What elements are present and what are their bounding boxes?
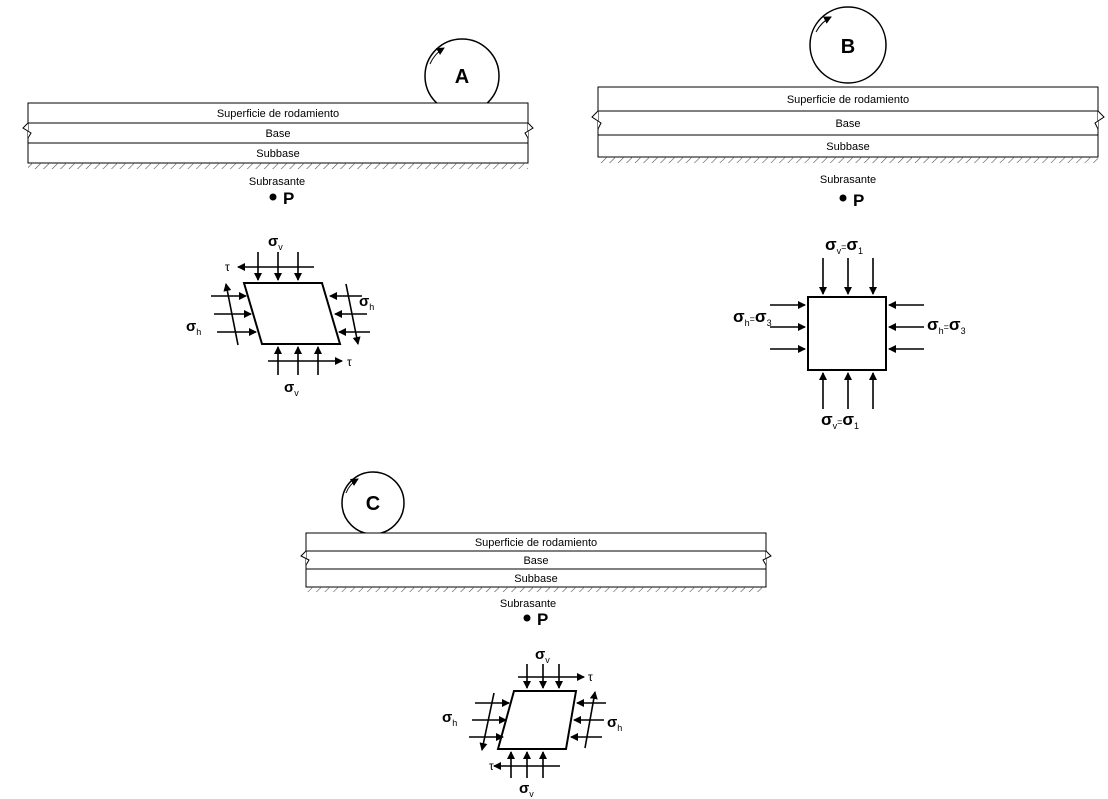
point-p-dot-c xyxy=(523,614,531,622)
label-tau-top-c: τ xyxy=(588,670,593,684)
label-surface-c: Superficie de rodamiento xyxy=(475,537,597,549)
wheel-a-letter: A xyxy=(455,66,469,88)
label-sigma-h-left-a: σh xyxy=(186,318,201,337)
ground-hatch-b xyxy=(598,157,1098,163)
point-p-label-b: P xyxy=(853,191,864,210)
label-sigma-h-right-a: σh xyxy=(359,293,374,312)
break-mark-left-c xyxy=(300,550,310,566)
rotation-arrow-icon xyxy=(429,47,445,65)
panel-c: C Superficie de rodamiento Base Subbase … xyxy=(300,471,772,799)
label-subgrade-c: Subrasante xyxy=(500,598,556,610)
point-p-label-c: P xyxy=(537,610,548,629)
label-subbase-b: Subbase xyxy=(826,141,869,153)
label-tau-bot-c: τ xyxy=(489,759,494,773)
label-right-b: σh=σ3 xyxy=(927,315,966,336)
label-left-b: σh=σ3 xyxy=(733,307,772,328)
wheel-c-letter: C xyxy=(366,493,380,515)
arrow-shear-left-c xyxy=(479,692,495,751)
pavement-section-c: Superficie de rodamiento Base Subbase Su… xyxy=(300,532,772,610)
label-sigma-v-top-c: σv xyxy=(535,646,550,665)
point-p-dot-a xyxy=(269,193,277,201)
arrow-shear-right-a xyxy=(345,283,361,345)
stress-element-b: σv=σ1 σv=σ1 σh=σ3 σh=σ3 xyxy=(733,235,966,431)
break-mark-right-b xyxy=(1094,110,1105,130)
label-sigma-v-bot-a: σv xyxy=(284,379,299,398)
stress-element-c: σv τ σv τ σh σh xyxy=(442,646,622,799)
panel-b: B Superficie de rodamiento Base Subbase … xyxy=(591,6,1105,431)
break-mark-right-a xyxy=(524,122,534,139)
label-tau-top-a: τ xyxy=(225,260,230,274)
label-subbase-a: Subbase xyxy=(256,148,299,160)
break-mark-left-b xyxy=(591,110,602,130)
label-subbase-c: Subbase xyxy=(514,573,557,585)
pavement-section-a: Superficie de rodamiento Base Subbase Su… xyxy=(22,102,534,188)
ground-hatch-c xyxy=(306,587,766,592)
label-surface-b: Superficie de rodamiento xyxy=(787,94,909,106)
label-base-c: Base xyxy=(523,555,548,567)
point-p-label-a: P xyxy=(283,189,294,208)
label-base-b: Base xyxy=(835,118,860,130)
element-b-square xyxy=(807,296,887,371)
wheel-b-letter: B xyxy=(841,36,855,58)
pavement-section-b: Superficie de rodamiento Base Subbase Su… xyxy=(591,86,1105,186)
element-c-rhombus xyxy=(496,690,578,750)
label-sigma-v-top-a: σv xyxy=(268,233,283,252)
label-tau-bot-a: τ xyxy=(347,355,352,369)
label-sigma-v-bot-c: σv xyxy=(519,780,534,799)
break-mark-left-a xyxy=(22,122,32,139)
element-a-rhombus xyxy=(242,282,342,345)
label-sigma-h-left-c: σh xyxy=(442,709,457,728)
rotation-arrow-icon xyxy=(815,16,832,33)
rotation-arrow-icon xyxy=(345,478,359,494)
label-surface-a: Superficie de rodamiento xyxy=(217,108,339,120)
wheel-b-circle xyxy=(809,6,887,84)
wheel-c: C xyxy=(341,471,405,535)
layer-surface-b xyxy=(597,86,1099,112)
point-p-dot-b xyxy=(839,194,847,202)
break-mark-right-c xyxy=(762,550,772,566)
wheel-a: A xyxy=(424,38,500,114)
ground-hatch-a xyxy=(28,163,528,169)
label-subgrade-b: Subrasante xyxy=(820,174,876,186)
label-bot-b: σv=σ1 xyxy=(821,410,859,431)
stress-element-a: σv τ σv τ σh σh xyxy=(186,233,374,398)
label-top-b: σv=σ1 xyxy=(825,235,863,256)
panel-a: A Superficie de rodamiento Base Subbase … xyxy=(22,38,534,398)
label-sigma-h-right-c: σh xyxy=(607,714,622,733)
arrow-shear-right-c xyxy=(584,691,598,749)
wheel-b: B xyxy=(809,6,887,84)
arrow-shear-left-a xyxy=(223,283,239,346)
label-subgrade-a: Subrasante xyxy=(249,176,305,188)
label-base-a: Base xyxy=(265,128,290,140)
